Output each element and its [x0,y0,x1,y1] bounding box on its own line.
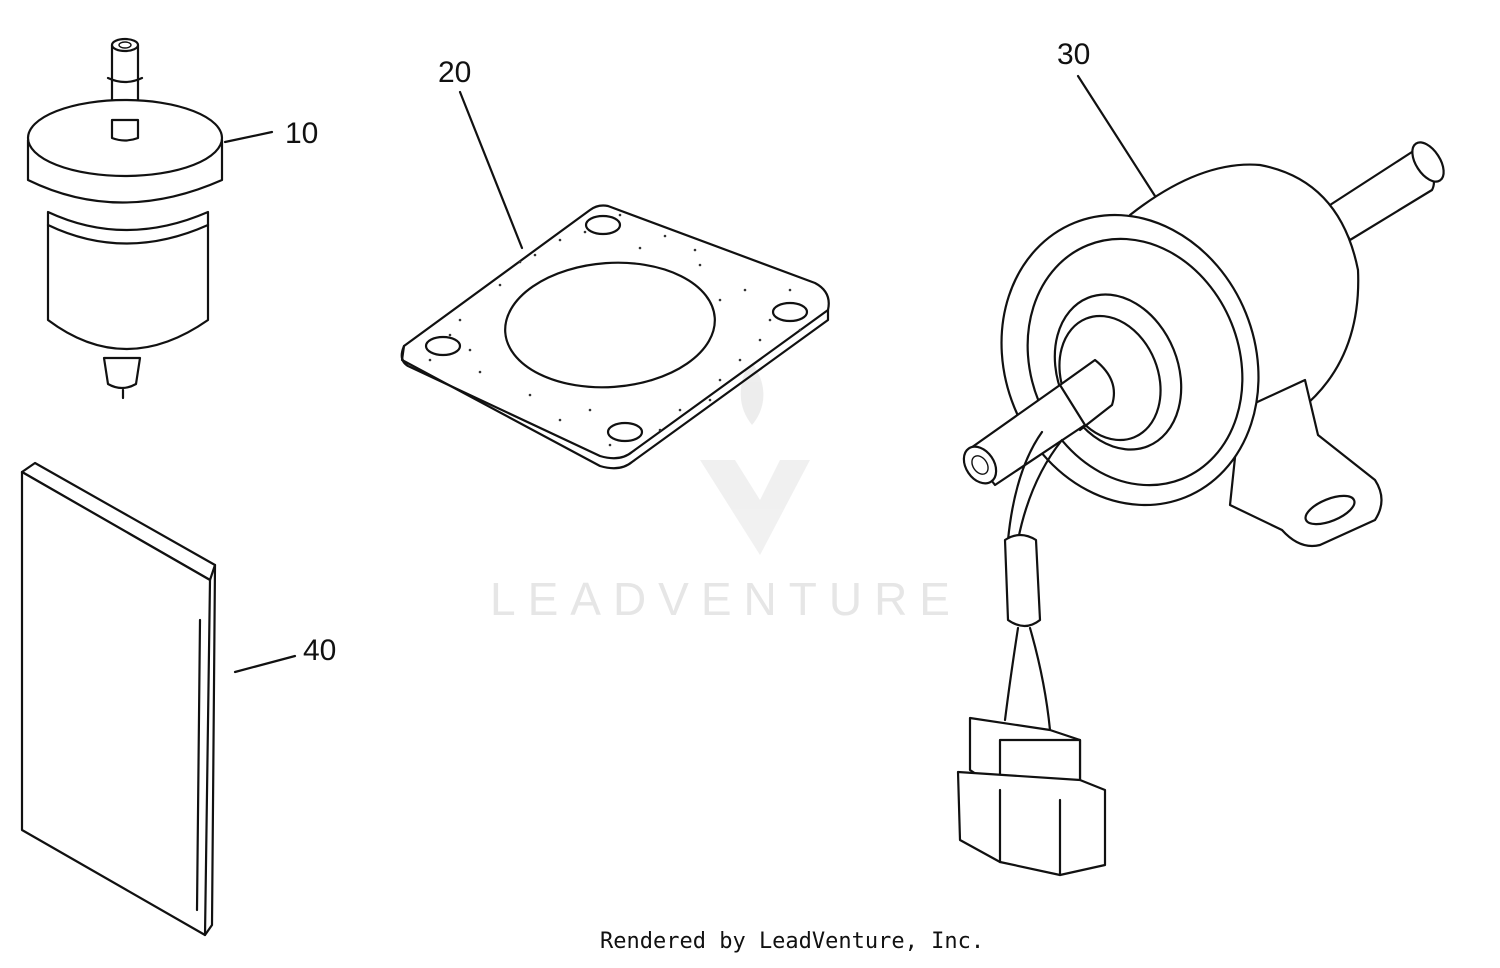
callout-40[interactable]: 40 [303,634,336,667]
fuel-filter-drawing[interactable] [26,37,224,400]
watermark-text: LEADVENTURE [490,573,962,625]
callout-30[interactable]: 30 [1057,38,1090,71]
rendered-by-footer: Rendered by LeadVenture, Inc. [600,929,984,954]
watermark-logo [700,360,810,555]
manual-booklet-drawing[interactable] [20,461,217,937]
gasket-drawing[interactable] [400,204,830,470]
callout-20[interactable]: 20 [438,56,471,89]
leader-line-30 [1076,74,1157,198]
leader-line-10 [223,130,274,144]
leader-line-20 [458,90,524,250]
leader-line-40 [233,654,297,674]
fuel-pump-drawing[interactable] [956,137,1450,877]
callout-10[interactable]: 10 [285,117,318,150]
